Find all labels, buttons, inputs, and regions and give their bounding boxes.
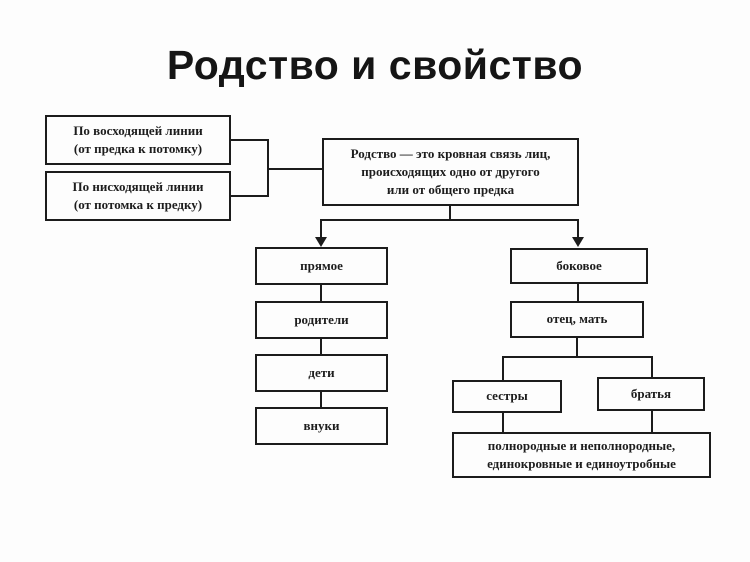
box-ascending-line: По восходящей линии (от предка к потомку… [45,115,231,165]
box-text-line: внуки [303,417,340,433]
connector-sisters-to-types [502,413,504,432]
box-father-mother: отец, мать [510,301,644,338]
connector-branch-horizontal [320,219,579,221]
box-text-line: По нисходящей линии [72,178,204,194]
box-text-line: По восходящей линии [73,122,203,138]
connector-brothers-to-types [651,411,653,432]
connector-branch-to-direct [320,219,322,238]
connector-branch-to-collateral [577,219,579,238]
box-text-line: отец, мать [546,311,608,327]
box-text-line: сестры [486,388,528,404]
box-sisters: сестры [452,380,562,413]
box-text-line: дети [308,364,335,380]
box-collateral-kinship: боковое [510,248,648,284]
box-text-line: полнородные и неполнородные, [487,437,676,453]
page-title: Родство и свойство [166,42,584,88]
box-text-line: единокровные и единоутробные [487,456,676,471]
connector-definition-down [449,206,451,221]
connector-to-brothers [651,356,653,377]
box-text-line: прямое [300,257,343,273]
down-arrow-icon [315,237,327,247]
connector-join-to-definition [267,168,322,170]
connector-to-sisters [502,356,504,380]
connector-children-to-grandchildren [320,392,322,407]
box-text-line: Родство — это кровная связь лиц, [350,145,551,161]
box-grandchildren: внуки [255,407,388,445]
box-text-line: или от общего предка [386,182,515,198]
connector-direct-to-parents [320,285,322,301]
box-brothers: братья [597,377,705,411]
box-text-line: происходящих одно от другого [361,163,540,179]
down-arrow-icon [572,237,584,247]
connector-father-mother-down [576,338,578,358]
box-sibling-types: полнородные и неполнородные, единокровны… [452,432,711,478]
box-parents: родители [255,301,388,339]
connector-parents-to-children [320,339,322,354]
connector-ascending-to-join [231,139,269,141]
box-children: дети [255,354,388,392]
connector-descending-to-join [231,195,269,197]
box-text-line: (от потомка к предку) [73,197,203,212]
box-direct-kinship: прямое [255,247,388,285]
box-descending-line: По нисходящей линии (от потомка к предку… [45,171,231,221]
box-text-line: родители [294,311,349,327]
box-kinship-definition: Родство — это кровная связь лиц, происхо… [322,138,579,206]
box-text-line: боковое [556,257,602,273]
box-text-line: братья [630,385,672,401]
box-text-line: (от предка к потомку) [73,141,203,156]
connector-siblings-horizontal [502,356,653,358]
connector-collateral-to-father-mother [577,284,579,301]
